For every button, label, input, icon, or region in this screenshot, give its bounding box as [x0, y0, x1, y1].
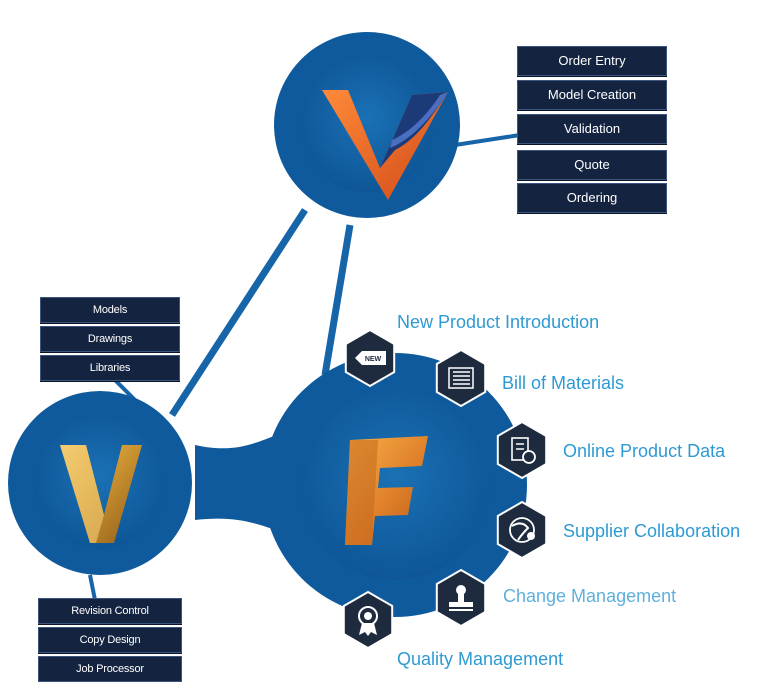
fusion-hub-inner [300, 390, 490, 580]
new-tag-icon: NEW [355, 351, 386, 365]
vault-item-job-processor: Job Processor [38, 656, 182, 682]
globe-people-icon [509, 517, 535, 543]
fusion-hub [195, 353, 527, 617]
hexagon-award-ribbon-icon [342, 590, 394, 650]
connector-configurator-fusion [321, 224, 354, 376]
connector-configurator-list [454, 133, 521, 147]
hexagon-stamp-icon [435, 568, 487, 628]
feature-label-change-management: Change Management [503, 586, 677, 606]
feature-label-new-product-introduction: New Product Introduction [397, 312, 600, 332]
award-ribbon-icon [358, 606, 378, 636]
configurator-item-order-entry: Order Entry [517, 46, 667, 76]
feature-label-online-product-data: Online Product Data [563, 441, 726, 461]
vault-item-copy-design: Copy Design [38, 627, 182, 653]
feature-label-supplier-collaboration: Supplier Collaboration [563, 521, 741, 541]
vault-item-libraries: Libraries [40, 355, 180, 381]
feature-label-bill-of-materials: Bill of Materials [502, 373, 625, 393]
hexagon-list-icon [435, 348, 487, 408]
connector-configurator-vault [169, 208, 308, 417]
vault-item-models: Models [40, 297, 180, 323]
feature-label-quality-management: Quality Management [397, 649, 564, 669]
configurator-item-ordering: Ordering [517, 183, 667, 213]
vault-item-drawings: Drawings [40, 326, 180, 352]
hexagon-new-tag-icon: NEW [344, 328, 396, 388]
fusion-f-logo-icon [345, 436, 428, 545]
hexagon-document-gear-icon [496, 420, 548, 480]
new-badge-text: NEW [365, 356, 382, 363]
configurator-item-quote: Quote [517, 150, 667, 180]
configurator-v-logo-icon [322, 90, 448, 200]
configurator-hub [274, 32, 460, 218]
feature-hexagons: NEW [342, 328, 548, 650]
list-icon [448, 367, 474, 389]
document-gear-icon [511, 437, 536, 464]
hexagon-globe-people-icon [496, 500, 548, 560]
connector-vault-bottom-list [88, 574, 97, 601]
vault-item-revision-control: Revision Control [38, 598, 182, 624]
vault-hub [8, 391, 192, 575]
configurator-item-model-creation: Model Creation [517, 80, 667, 110]
vault-v-logo-icon [60, 445, 142, 543]
configurator-item-validation: Validation [517, 114, 667, 144]
stamp-icon [449, 585, 473, 611]
